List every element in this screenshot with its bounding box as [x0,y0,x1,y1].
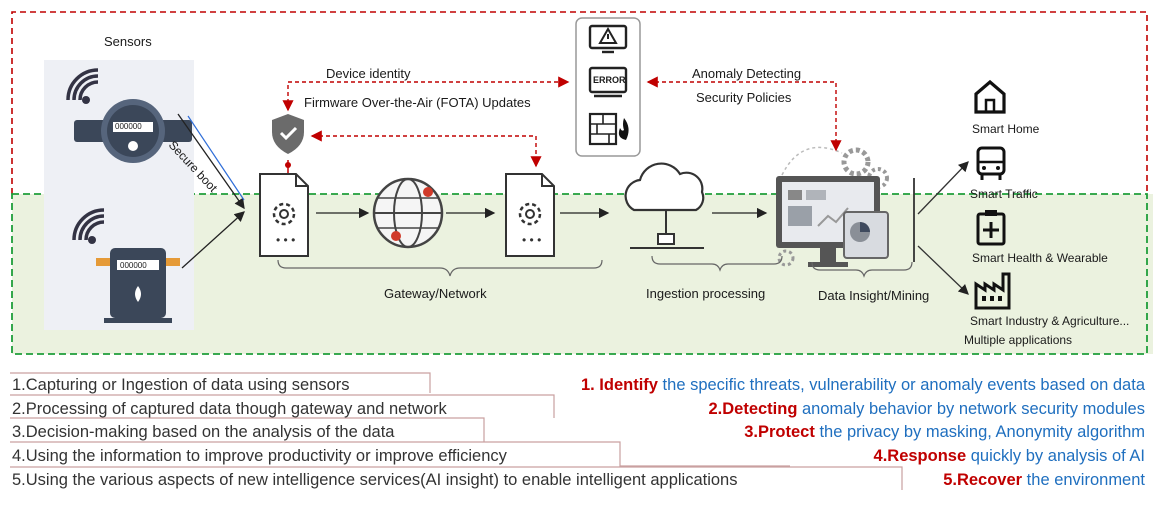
warning-monitor-icon [588,24,628,54]
red-dashed-frame [11,11,1148,194]
processing-band [12,194,1153,354]
lifecycle-steps: 1.Capturing or Ingestion of data using s… [0,372,1153,512]
dashboard-monitor-icon [776,146,889,267]
fota-label: Firmware Over-the-Air (FOTA) Updates [304,95,531,110]
gateway-device-icon: • • • [259,173,309,257]
step-1: 1.Capturing or Ingestion of data using s… [12,376,350,394]
app-smart-traffic: Smart Traffic [970,187,1038,201]
green-dashed-frame [11,193,1148,355]
arrow-to-smart-industry [917,245,969,295]
step-5: 5.Using the various aspects of new intel… [12,471,738,489]
error-screen-icon [588,66,628,98]
goal-5: 5.Recover the environment [943,471,1145,490]
firewall-icon [588,112,629,146]
goal-1-text: the specific threats, vulnerability or a… [657,376,1145,394]
gas-meter-icon [72,208,180,323]
arrow-to-smart-home [917,161,969,215]
sensor-to-gateway-arrow-1 [177,113,245,210]
globe-network-icon [372,177,444,249]
step-row-4: 4.Using the information to improve produ… [0,446,1153,468]
step-4: 4.Using the information to improve produ… [12,447,507,465]
gateway-bracket [277,259,603,277]
insight-bracket [811,261,913,278]
goal-5-keyword: 5.Recover [943,471,1023,489]
gas-meter-digits: 000000 [120,261,147,270]
gateway-network-label: Gateway/Network [384,286,487,301]
edge-device-icon: • • • [505,173,555,257]
goal-3-keyword: 3.Protect [744,423,815,441]
step-3: 3.Decision-making based on the analysis … [12,423,395,441]
anomaly-detecting-loop [646,76,842,152]
step-row-3: 3.Decision-making based on the analysis … [0,422,1153,444]
goal-3-text: the privacy by masking, Anonymity algori… [814,423,1145,441]
goal-4-keyword: 4.Response [873,447,967,465]
device-identity-label: Device identity [326,66,411,81]
data-insight-label: Data Insight/Mining [818,288,930,303]
water-meter-icon [66,68,192,163]
security-policies-label: Security Policies [696,90,792,105]
svg-text:• • •: • • • [276,233,295,247]
water-meter-digits: 000000 [115,122,142,131]
ingestion-bracket [651,255,783,272]
sensors-label: Sensors [104,34,152,49]
goal-3: 3.Protect the privacy by masking, Anonym… [744,423,1145,442]
svg-text:• • •: • • • [522,233,541,247]
anomaly-detecting-label: Anomaly Detecting [692,66,802,81]
step-boxes [10,372,903,490]
cloud-ingestion-icon [624,162,705,249]
step-row-2: 2.Processing of captured data though gat… [0,399,1153,421]
secure-boot-line [187,115,245,201]
bus-icon [976,146,1006,180]
error-label: ERROR [593,75,626,85]
health-icon [976,210,1006,246]
goal-4: 4.Response quickly by analysis of AI [874,447,1145,466]
goal-4-text: quickly by analysis of AI [966,447,1145,465]
multiple-applications-label: Multiple applications [964,333,1073,347]
app-smart-industry: Smart Industry & Agriculture... [970,314,1130,328]
shield-icon [272,114,304,154]
step-row-1: 1.Capturing or Ingestion of data using s… [0,375,1153,397]
step-row-5: 5.Using the various aspects of new intel… [0,470,1153,492]
security-monitor-box [575,17,641,157]
goal-1: 1. Identify the specific threats, vulner… [581,376,1145,395]
app-smart-home: Smart Home [972,122,1040,136]
step-2: 2.Processing of captured data though gat… [12,400,447,418]
goal-2: 2.Detecting anomaly behavior by network … [708,400,1145,419]
sensor-to-gateway-arrow-2 [181,211,245,269]
goal-1-keyword: 1. Identify [580,376,658,394]
ingestion-processing-label: Ingestion processing [646,286,766,301]
goal-2-text: anomaly behavior by network security mod… [797,400,1145,418]
goal-5-text: the environment [1022,471,1145,489]
device-identity-loop [282,76,570,112]
goal-2-keyword: 2.Detecting [708,400,798,418]
iot-security-diagram: • • • • • • [11,11,1153,355]
home-icon [974,79,1006,114]
fota-loop [310,130,542,168]
app-smart-health: Smart Health & Wearable [972,251,1108,265]
factory-icon [974,272,1011,310]
